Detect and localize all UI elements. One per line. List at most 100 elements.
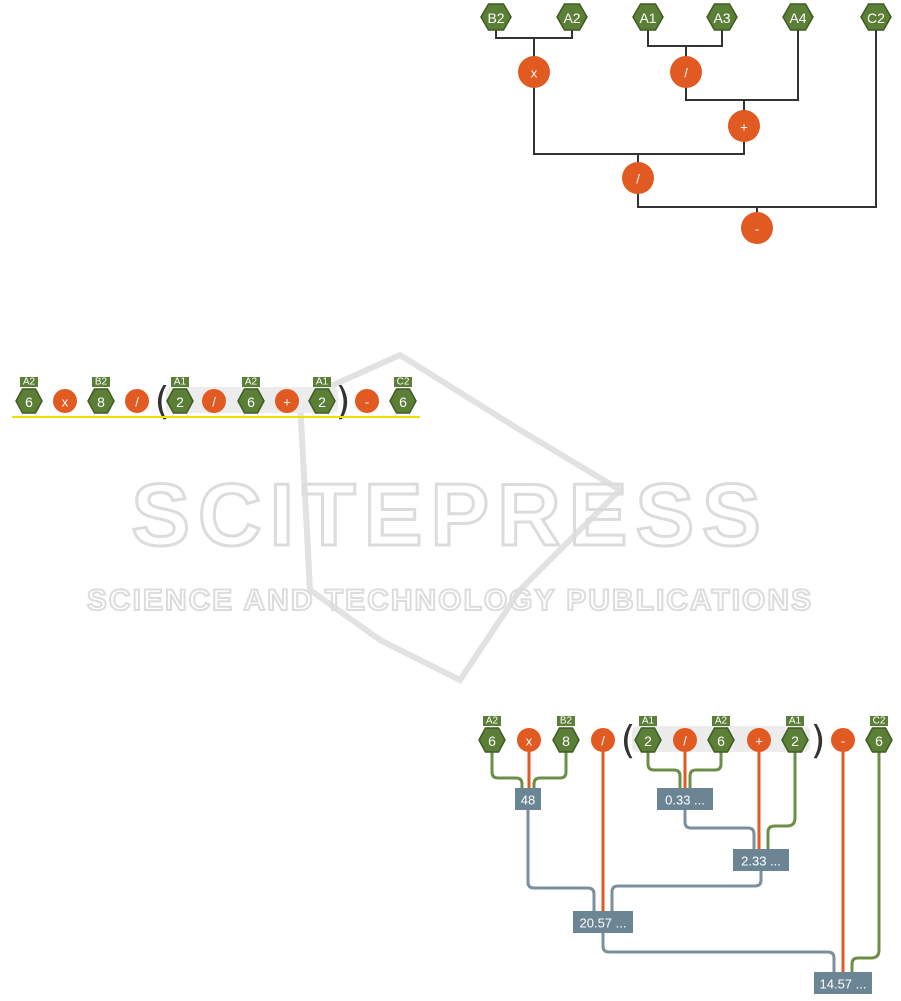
tree-operator: + [728,110,760,142]
evaluation-wires [492,752,879,972]
evaluated-cell-b2: 8 B2 [553,716,579,753]
evaluation-wire [685,810,754,850]
evaluation-wire [528,810,594,912]
operator-symbol: x [531,66,538,81]
cell-ref-label: A1 [174,377,187,388]
cell-value: 6 [399,394,407,410]
result-value: 2.33 ... [741,854,781,869]
evaluation-wire [648,752,680,788]
tree-leaf-b2: B2 [481,4,511,30]
evaluated-cell-a2: 6 A2 [708,716,734,753]
tree-operator: x [518,56,550,88]
cell-value: B2 [487,10,504,26]
cell-ref-label: C2 [873,716,886,727]
formula-operator: / [202,389,226,413]
cell-ref-label: A2 [23,377,36,388]
evaluation-wire [534,752,566,788]
formula-operator: - [355,389,379,413]
watermark-title: SCITEPRESS [131,465,768,564]
watermark-subtitle: SCIENCE AND TECHNOLOGY PUBLICATIONS [87,584,813,617]
evaluated-close-paren: ) [811,718,826,762]
cell-ref-label: B2 [560,716,573,727]
result-value: 48 [521,793,535,808]
operator-symbol: / [636,172,640,187]
evaluated-cell-a1: 2 A1 [782,716,808,753]
result-box: 48 [515,788,541,810]
tree-wire [648,30,686,46]
cell-ref-label: A2 [486,716,499,727]
result-value: 14.57 ... [820,977,867,992]
tree-wire [744,30,798,112]
evaluated-cell-c2: 6 C2 [866,716,892,753]
evaluated-operator: / [591,728,615,752]
operator-symbol: x [526,734,533,749]
cell-ref-label: A1 [316,377,329,388]
result-box: 0.33 ... [657,788,713,810]
tree-leaf-c2: C2 [861,4,891,30]
tree-wire [496,30,534,38]
result-value: 0.33 ... [665,793,705,808]
tree-wire [757,30,876,214]
cell-value: 2 [318,394,326,410]
formula-cell-a1: 2 A1 [309,377,335,414]
tree-leaf-a3: A3 [707,4,737,30]
tree-operator: - [741,212,773,244]
operator-symbol: - [841,734,845,749]
tree-leaf-a2: A2 [557,4,587,30]
evaluated-operator: / [673,728,697,752]
result-box: 20.57 ... [573,911,633,933]
result-box: 14.57 ... [814,972,872,994]
operator-symbol: + [283,395,291,410]
tree-wire [686,30,722,58]
evaluation-wire [768,752,795,850]
tree-leaf-a1: A1 [633,4,663,30]
tree-wire [686,86,744,100]
result-box: 2.33 ... [733,849,789,871]
evaluation-wire [612,870,761,912]
formula-operator: / [125,389,149,413]
tree-operator: / [622,162,654,194]
formula-operator: x [53,389,77,413]
cell-ref-label: A1 [642,716,655,727]
operator-symbol: / [684,66,688,81]
evaluated-operator: x [517,728,541,752]
operator-symbol: / [212,395,216,410]
cell-ref-label: A1 [789,716,802,727]
cell-value: A2 [563,10,580,26]
tree-wire [534,86,638,154]
cell-ref-label: C2 [397,377,410,388]
evaluation-wire [603,932,834,972]
evaluated-open-paren: ( [621,718,636,762]
cell-value: C2 [867,10,885,26]
formula-cell-b2: 8 B2 [88,377,114,414]
cell-ref-label: A2 [245,377,258,388]
cell-ref-label: B2 [95,377,108,388]
tree-wire [638,140,744,164]
cell-value: A4 [789,10,806,26]
formula-cell-c2: 6 C2 [390,377,416,414]
formula-cell-a2: 6A2 [238,377,264,414]
evaluated-operator: - [831,728,855,752]
evaluation-wire [690,752,721,788]
cell-value: 2 [644,733,652,749]
operator-symbol: x [62,395,69,410]
cell-value: 6 [717,733,725,749]
cell-ref-label: A2 [715,716,728,727]
cell-value: 8 [562,733,570,749]
tree-wire [534,30,572,58]
evaluation-wire [492,752,522,788]
operator-symbol: + [755,734,763,749]
formula-cell-a2: 6A2 [16,377,42,414]
cell-value: A1 [639,10,656,26]
operator-symbol: / [135,395,139,410]
evaluation-results: 48 0.33 ... 2.33 ... 20.57 ... 14.57 ... [515,788,872,994]
cell-value: 6 [875,733,883,749]
evaluation-wire [852,752,879,972]
tree-operator: / [670,56,702,88]
cell-value: 8 [97,394,105,410]
cell-value: 2 [791,733,799,749]
tree-wire [638,192,757,207]
evaluated-cell-a2: 6 A2 [479,716,505,753]
cell-value: 6 [488,733,496,749]
